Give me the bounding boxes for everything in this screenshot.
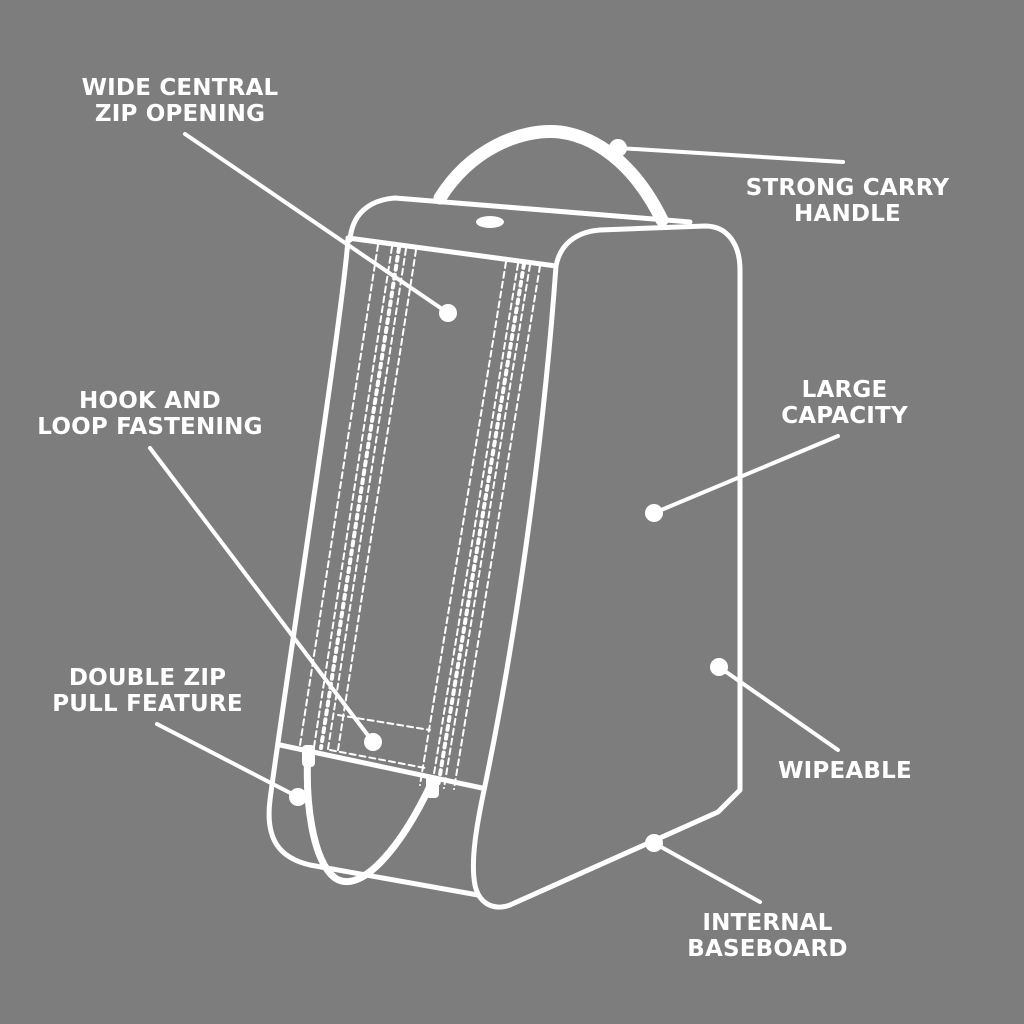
left-zip-track [299,244,417,751]
label-baseboard: INTERNAL BASEBOARD [687,910,848,962]
label-double-zip: DOUBLE ZIP PULL FEATURE [52,665,243,717]
leader-wipeable [717,665,840,752]
side-panel-outline [470,223,743,910]
leader-zip-opening [183,132,450,315]
right-zip-track [419,261,541,790]
label-large-capacity: LARGE CAPACITY [781,377,908,429]
bag-top-panel [347,195,693,243]
zip-pull-tabs [302,745,439,798]
label-zip-opening: WIDE CENTRAL ZIP OPENING [81,75,279,127]
front-panel-outline [266,235,481,898]
pointer-dot-zip-opening [439,304,457,322]
pointer-dot-carry-handle [609,139,627,157]
zip-pull-loop [303,748,436,886]
leader-hook-loop [148,446,375,744]
leader-large-capacity [652,434,840,515]
front-panel-top-edge [345,235,559,269]
label-carry-handle: STRONG CARRY HANDLE [745,175,950,227]
pointer-dot-hook-loop [364,733,382,751]
leader-baseboard [652,841,762,904]
pointer-dot-double-zip [289,788,307,806]
leader-carry-handle [616,146,845,164]
top-grommet [476,216,504,228]
carry-handle-shape [433,125,669,227]
leader-double-zip [155,722,300,799]
pointer-dot-wipeable [710,658,728,676]
label-wipeable: WIPEABLE [778,758,912,784]
zip-teeth [319,246,526,789]
pointer-dot-large-capacity [645,504,663,522]
label-hook-loop: HOOK AND LOOP FASTENING [37,388,263,440]
pointer-dot-baseboard [645,834,663,852]
